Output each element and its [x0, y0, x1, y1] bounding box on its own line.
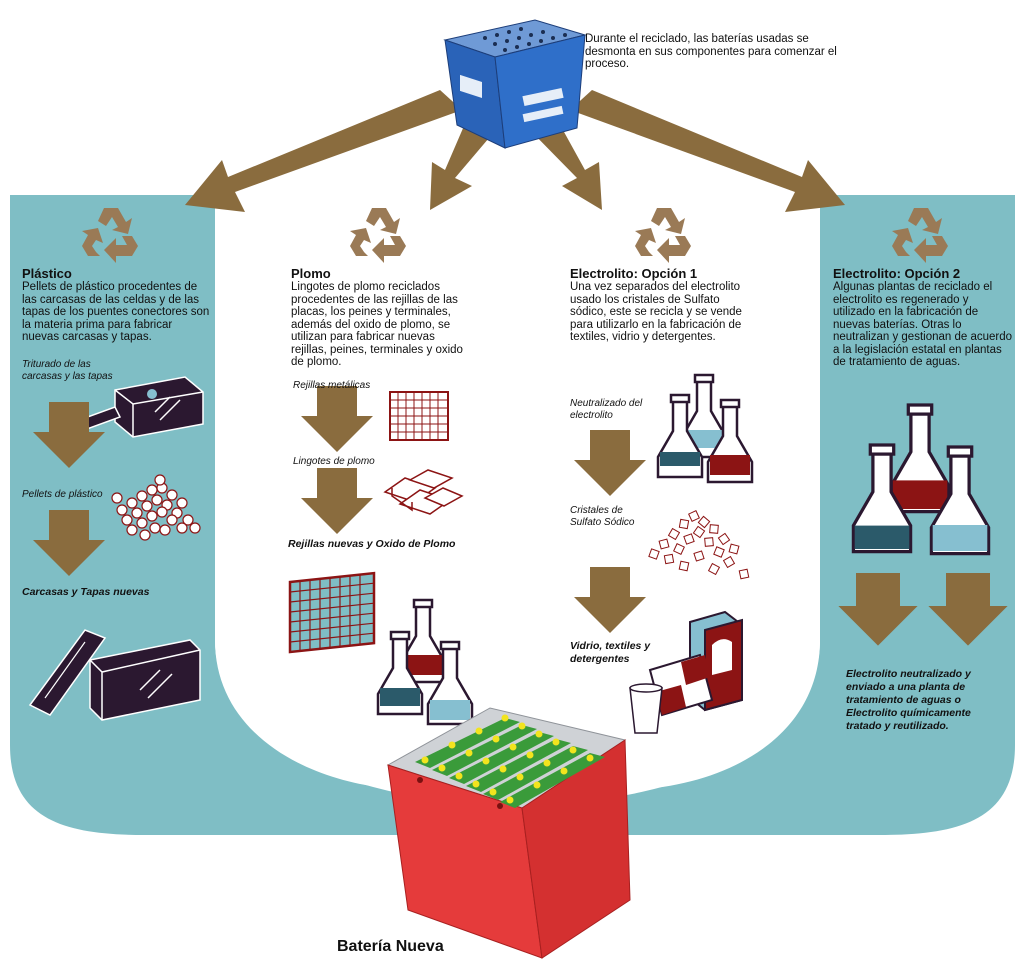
- step-label: Electrolito neutralizado y enviado a una…: [846, 668, 971, 732]
- column-body-plomo: Lingotes de plomo reciclados procedentes…: [291, 281, 463, 368]
- lead-oxide-flasks: [376, 598, 474, 726]
- column-body-electrolito-2: Algunas plantas de reciclado el electrol…: [833, 281, 1013, 368]
- new-case-and-lid: [28, 629, 201, 721]
- arrow-to-plastico: [185, 90, 462, 212]
- column-title-plomo: Plomo: [291, 266, 331, 281]
- recycle-icon: [635, 208, 691, 263]
- glass-cup: [629, 683, 663, 734]
- new-battery: [386, 707, 631, 959]
- step-label: Cristales de Sulfato Sódico: [570, 505, 635, 528]
- step-label: Rejillas metálicas: [293, 380, 371, 391]
- step-label: Triturado de las carcasas y las tapas: [22, 359, 113, 382]
- column-title-plastico: Plástico: [22, 266, 72, 281]
- recycle-icon: [350, 208, 406, 263]
- intro-text: Durante el reciclado, las baterías usada…: [585, 33, 837, 70]
- down-arrow: [301, 386, 373, 452]
- down-arrow: [574, 567, 646, 633]
- step-label: Lingotes de plomo: [293, 456, 375, 467]
- step-label: Carcasas y Tapas nuevas: [22, 586, 150, 598]
- step-label: Vidrio, textiles y detergentes: [570, 640, 651, 665]
- down-arrow: [574, 430, 646, 496]
- regeneration-flasks: [851, 403, 991, 556]
- step-label: Pellets de plástico: [22, 489, 103, 500]
- step-label: Rejillas nuevas y Oxido de Plomo: [288, 538, 456, 550]
- flow-panels: [10, 195, 1015, 835]
- new-battery-label: Batería Nueva: [337, 938, 444, 955]
- new-grid: [288, 571, 376, 654]
- used-battery: [443, 19, 587, 149]
- column-body-plastico: Pellets de plástico procedentes de las c…: [22, 281, 210, 343]
- arrow-to-electrolito2: [570, 90, 845, 212]
- step-label: Neutralizado del electrolito: [570, 398, 643, 421]
- sodium-sulfate-crystals: [648, 510, 750, 580]
- metal-grid: [389, 391, 449, 441]
- lead-ingots: [383, 469, 464, 515]
- textile-cloth: [648, 653, 714, 717]
- column-title-electrolito-2: Electrolito: Opción 2: [833, 266, 961, 281]
- column-body-electrolito-1: Una vez separados del electrolito usado …: [570, 281, 742, 343]
- plastic-pellets: [111, 474, 201, 541]
- down-arrow: [301, 468, 373, 534]
- column-title-electrolito-1: Electrolito: Opción 1: [570, 266, 698, 281]
- electrolyte-flasks: [656, 373, 754, 484]
